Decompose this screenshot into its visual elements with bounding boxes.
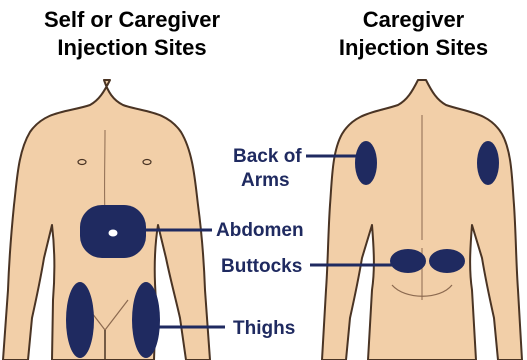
buttocks-label: Buttocks: [221, 256, 302, 277]
abdomen-label: Abdomen: [216, 220, 304, 241]
right-thigh-site: [132, 282, 160, 358]
back-of-arms-label-line2: Arms: [241, 170, 290, 191]
left-buttock-site: [390, 249, 426, 273]
right-buttock-site: [429, 249, 465, 273]
left-thigh-site: [66, 282, 94, 358]
back-body-figure: [322, 80, 522, 360]
thighs-label: Thighs: [233, 318, 295, 339]
left-back-of-arm-site: [355, 141, 377, 185]
right-back-of-arm-site: [477, 141, 499, 185]
back-of-arms-label-line1: Back of: [233, 146, 302, 167]
navel: [108, 229, 118, 237]
